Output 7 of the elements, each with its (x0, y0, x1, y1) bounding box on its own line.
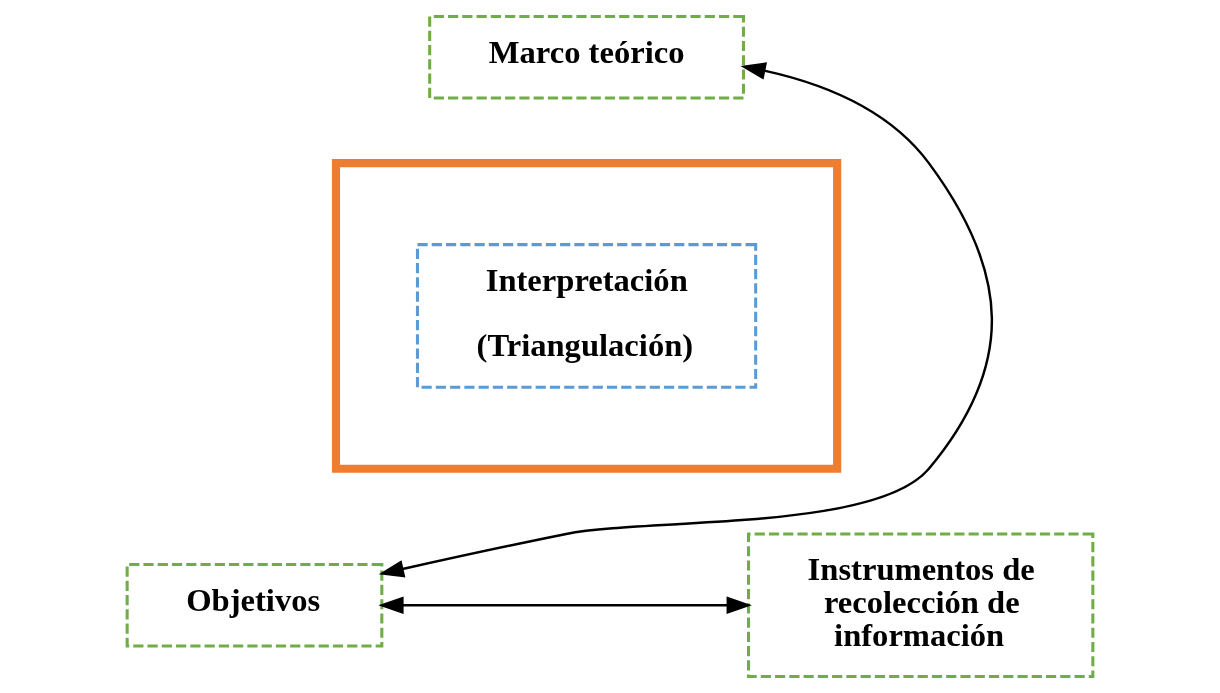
node-box: Objetivos (125, 562, 384, 648)
cluster (331, 159, 842, 473)
node-box: Marco teórico (428, 14, 745, 100)
node-box: Interpretación (Triangulación) (415, 243, 758, 389)
arrow (378, 62, 993, 578)
arrow (378, 596, 752, 615)
node-box: Instrumentos de recolección de información (747, 532, 1095, 679)
